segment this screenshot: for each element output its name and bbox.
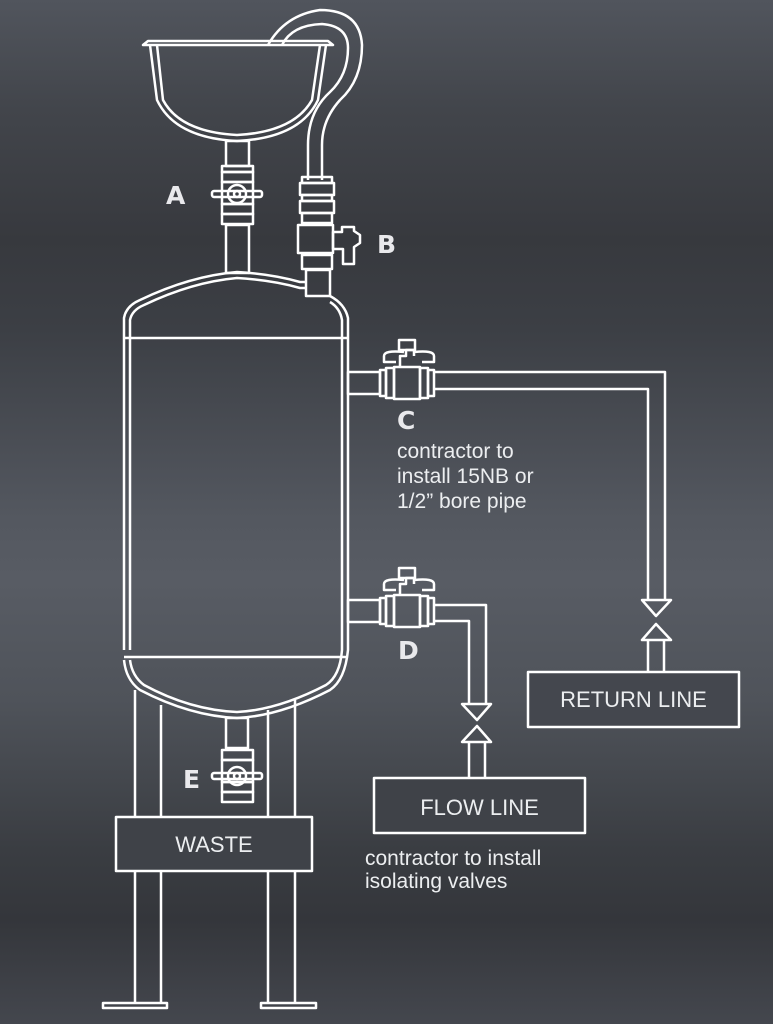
- flow-note-line: contractor to install: [365, 847, 542, 870]
- label-c: C: [397, 406, 416, 435]
- ball-valve-c-icon: [346, 338, 436, 401]
- return-pipe: [434, 370, 673, 672]
- c-note-line: install 15NB or: [397, 465, 534, 488]
- waste-label: WASTE: [175, 832, 253, 857]
- return-line-label: RETURN LINE: [560, 687, 707, 712]
- label-d: D: [398, 636, 419, 665]
- flow-line-box: [372, 776, 587, 835]
- label-a: A: [166, 181, 186, 210]
- overflow-pipe: [266, 8, 364, 180]
- cylinder-tank: [122, 270, 350, 720]
- flow-note-line: isolating valves: [365, 870, 508, 893]
- label-e: E: [183, 765, 201, 794]
- c-note-line: contractor to: [397, 440, 514, 463]
- ball-valve-a-icon: [210, 164, 264, 226]
- ball-valve-e-icon: [210, 716, 264, 804]
- return-line-box: [526, 670, 741, 729]
- c-note: contractor to install 15NB or 1/2” bore …: [397, 439, 534, 514]
- gate-valve-b-icon: [296, 175, 362, 298]
- tank-legs: [101, 690, 318, 1010]
- flow-line-label: FLOW LINE: [420, 795, 539, 820]
- label-b: B: [377, 230, 397, 259]
- waste-box: [114, 815, 314, 873]
- ball-valve-d-icon: [346, 566, 436, 629]
- flow-note: contractor to install isolating valves: [365, 847, 541, 893]
- flow-pipe: [434, 603, 493, 778]
- c-note-line: 1/2” bore pipe: [397, 490, 527, 513]
- feed-funnel-icon: [141, 39, 335, 143]
- pipe-a: [224, 139, 251, 275]
